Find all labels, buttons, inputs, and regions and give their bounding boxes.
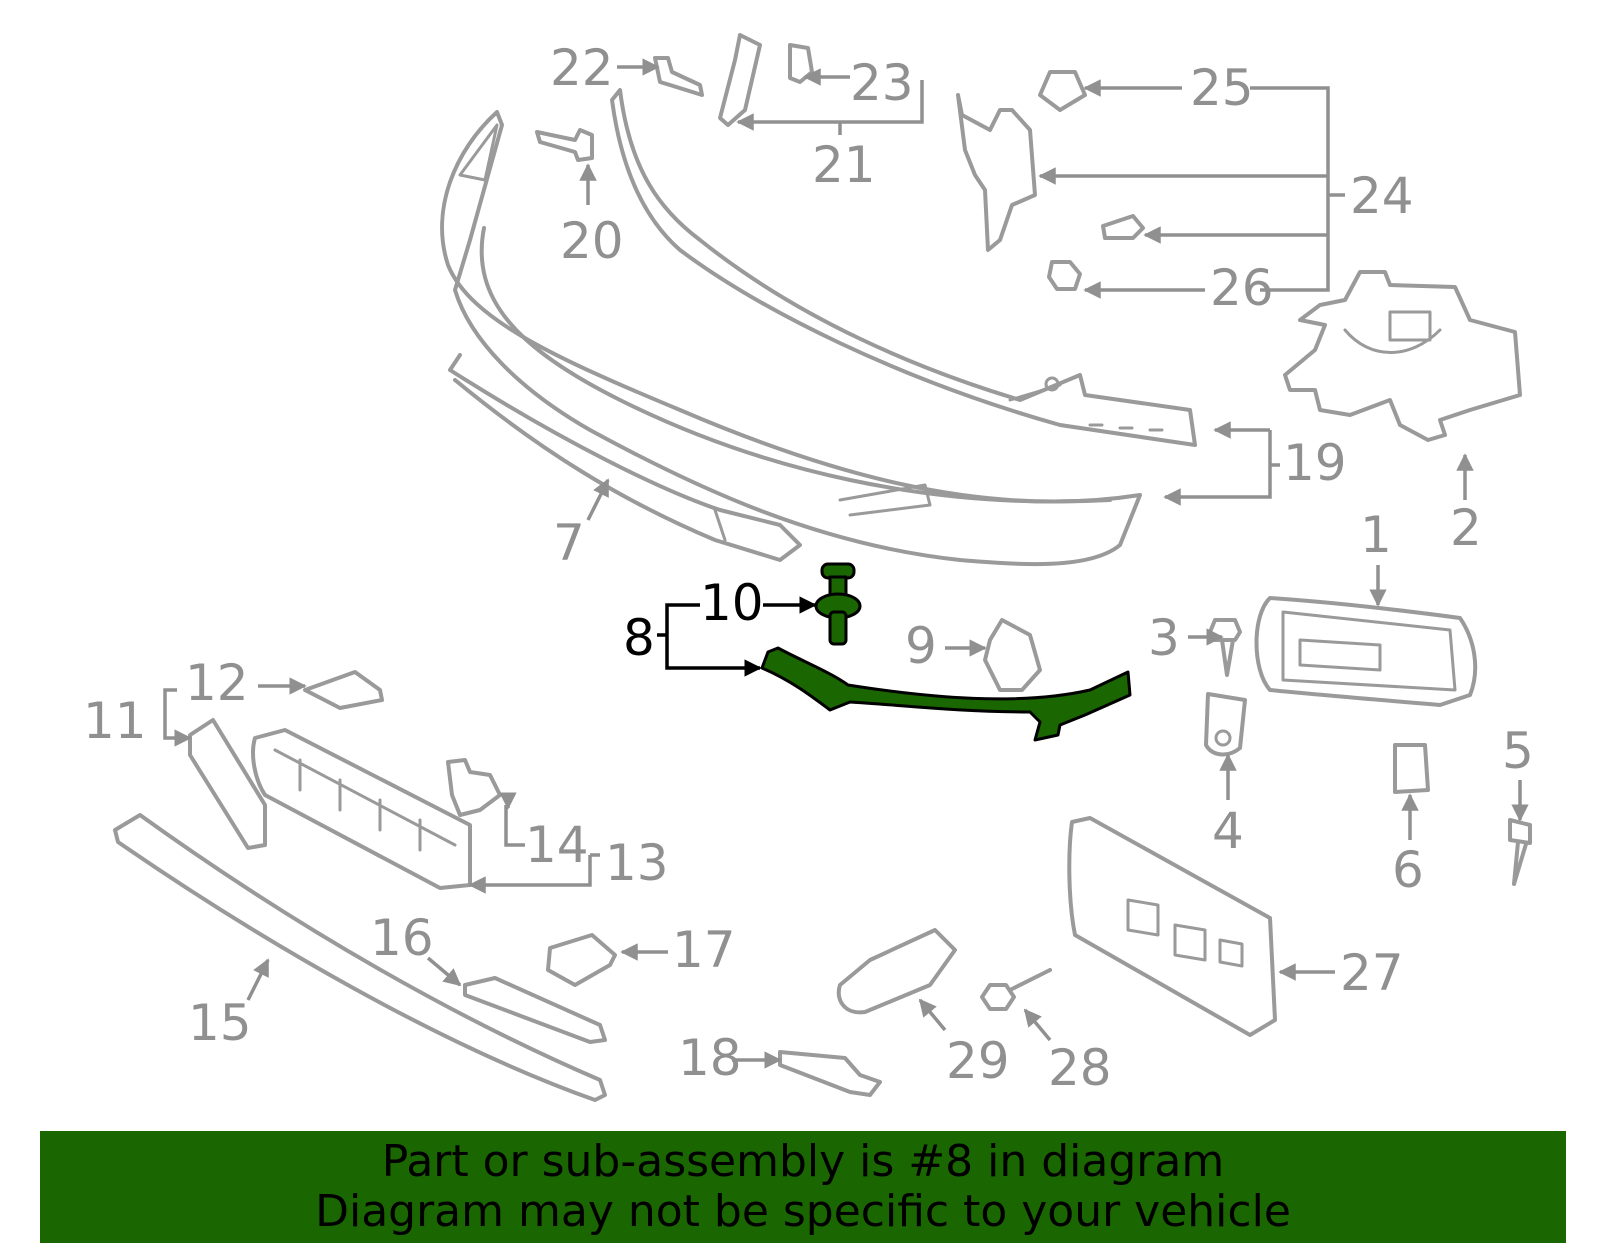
label-8: 8	[623, 609, 655, 667]
highlighted-part-10	[814, 562, 862, 646]
label-1: 1	[1360, 506, 1392, 564]
label-17: 17	[672, 921, 736, 979]
screw-part-22	[653, 56, 704, 97]
label-7: 7	[553, 514, 585, 572]
label-12: 12	[185, 654, 249, 712]
bracket-part-29	[836, 928, 957, 1015]
label-29: 29	[946, 1032, 1010, 1090]
banner-line-disclaimer: Diagram may not be specific to your vehi…	[315, 1186, 1291, 1237]
label-6: 6	[1392, 841, 1424, 899]
lower-strip-part-7	[448, 353, 802, 562]
screw-part-20	[535, 128, 594, 162]
clip-part-6	[1393, 743, 1430, 794]
label-19: 19	[1283, 434, 1347, 492]
label-11: 11	[83, 692, 147, 750]
upper-reinforcement	[610, 88, 1197, 447]
label-10: 10	[700, 574, 764, 632]
license-plate-bracket-part-27	[1067, 816, 1277, 1037]
bracket-part-24	[956, 70, 1145, 291]
leader-lines	[163, 58, 1529, 1069]
label-28: 28	[1048, 1039, 1112, 1097]
bracket-part-14	[446, 758, 502, 817]
label-4: 4	[1212, 802, 1244, 860]
info-banner: Part or sub-assembly is #8 in diagram Di…	[40, 1131, 1566, 1243]
label-22: 22	[550, 39, 614, 97]
bolt-part-28	[980, 968, 1052, 1011]
label-16: 16	[370, 909, 434, 967]
bracket-part-4	[1204, 692, 1247, 757]
highlight-leader-lines	[657, 596, 817, 677]
clip-part-9	[983, 618, 1042, 692]
label-15: 15	[188, 994, 252, 1052]
clips-part-21-23	[718, 33, 814, 127]
label-26: 26	[1210, 259, 1274, 317]
grille-part-13	[251, 728, 472, 890]
label-3: 3	[1148, 609, 1180, 667]
strip-part-16	[463, 976, 607, 1044]
fastener-part-3	[1208, 618, 1242, 677]
retainer-part-12	[303, 670, 384, 710]
label-27: 27	[1340, 944, 1404, 1002]
highlighted-part-8	[760, 646, 1132, 742]
retainer-part-17	[546, 933, 617, 987]
fog-lamp-part-1	[1254, 596, 1478, 707]
label-23: 23	[850, 54, 914, 112]
bumper-cover-part-19	[440, 110, 1142, 567]
bracket-part-2	[1283, 270, 1522, 442]
clip-part-18	[778, 1050, 882, 1097]
label-14: 14	[525, 816, 589, 874]
label-25: 25	[1190, 59, 1254, 117]
label-2: 2	[1450, 499, 1482, 557]
banner-line-part: Part or sub-assembly is #8 in diagram	[381, 1136, 1225, 1187]
lower-trim-part-15	[113, 813, 607, 1102]
label-24: 24	[1350, 167, 1414, 225]
screw-part-5	[1508, 818, 1532, 886]
label-13: 13	[605, 834, 669, 892]
label-9: 9	[905, 617, 937, 675]
label-5: 5	[1502, 722, 1534, 780]
callout-labels: 1 2 3 4 5 6 7 8 9 10 11 12 13 14 15 16 1…	[83, 39, 1534, 1097]
label-21: 21	[812, 136, 876, 194]
label-20: 20	[560, 212, 624, 270]
label-18: 18	[678, 1029, 742, 1087]
